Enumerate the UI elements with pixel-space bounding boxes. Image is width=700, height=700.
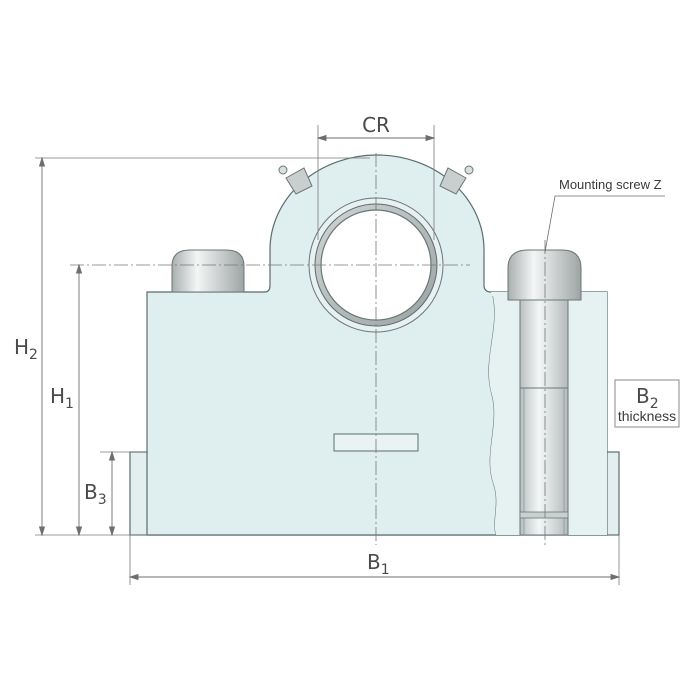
b2-thickness-label: thickness [618, 408, 676, 424]
b3-label: B3 [84, 480, 107, 508]
mounting-screw-label: Mounting screw Z [559, 177, 662, 192]
grease-nipple-right [439, 165, 474, 195]
b2-label: B2 [636, 384, 659, 412]
h1-label: H1 [50, 384, 74, 412]
section-break-line [488, 295, 497, 536]
grease-nipple-left [278, 165, 313, 195]
b2-thickness-box [614, 379, 680, 428]
bolt-head [507, 249, 582, 301]
mounting-screw-leader [544, 195, 665, 253]
left-cap [171, 249, 245, 293]
cr-label: CR [362, 113, 390, 137]
b1-label: B1 [367, 550, 390, 578]
bolt-shank [519, 299, 569, 536]
h2-label: H2 [14, 335, 38, 363]
